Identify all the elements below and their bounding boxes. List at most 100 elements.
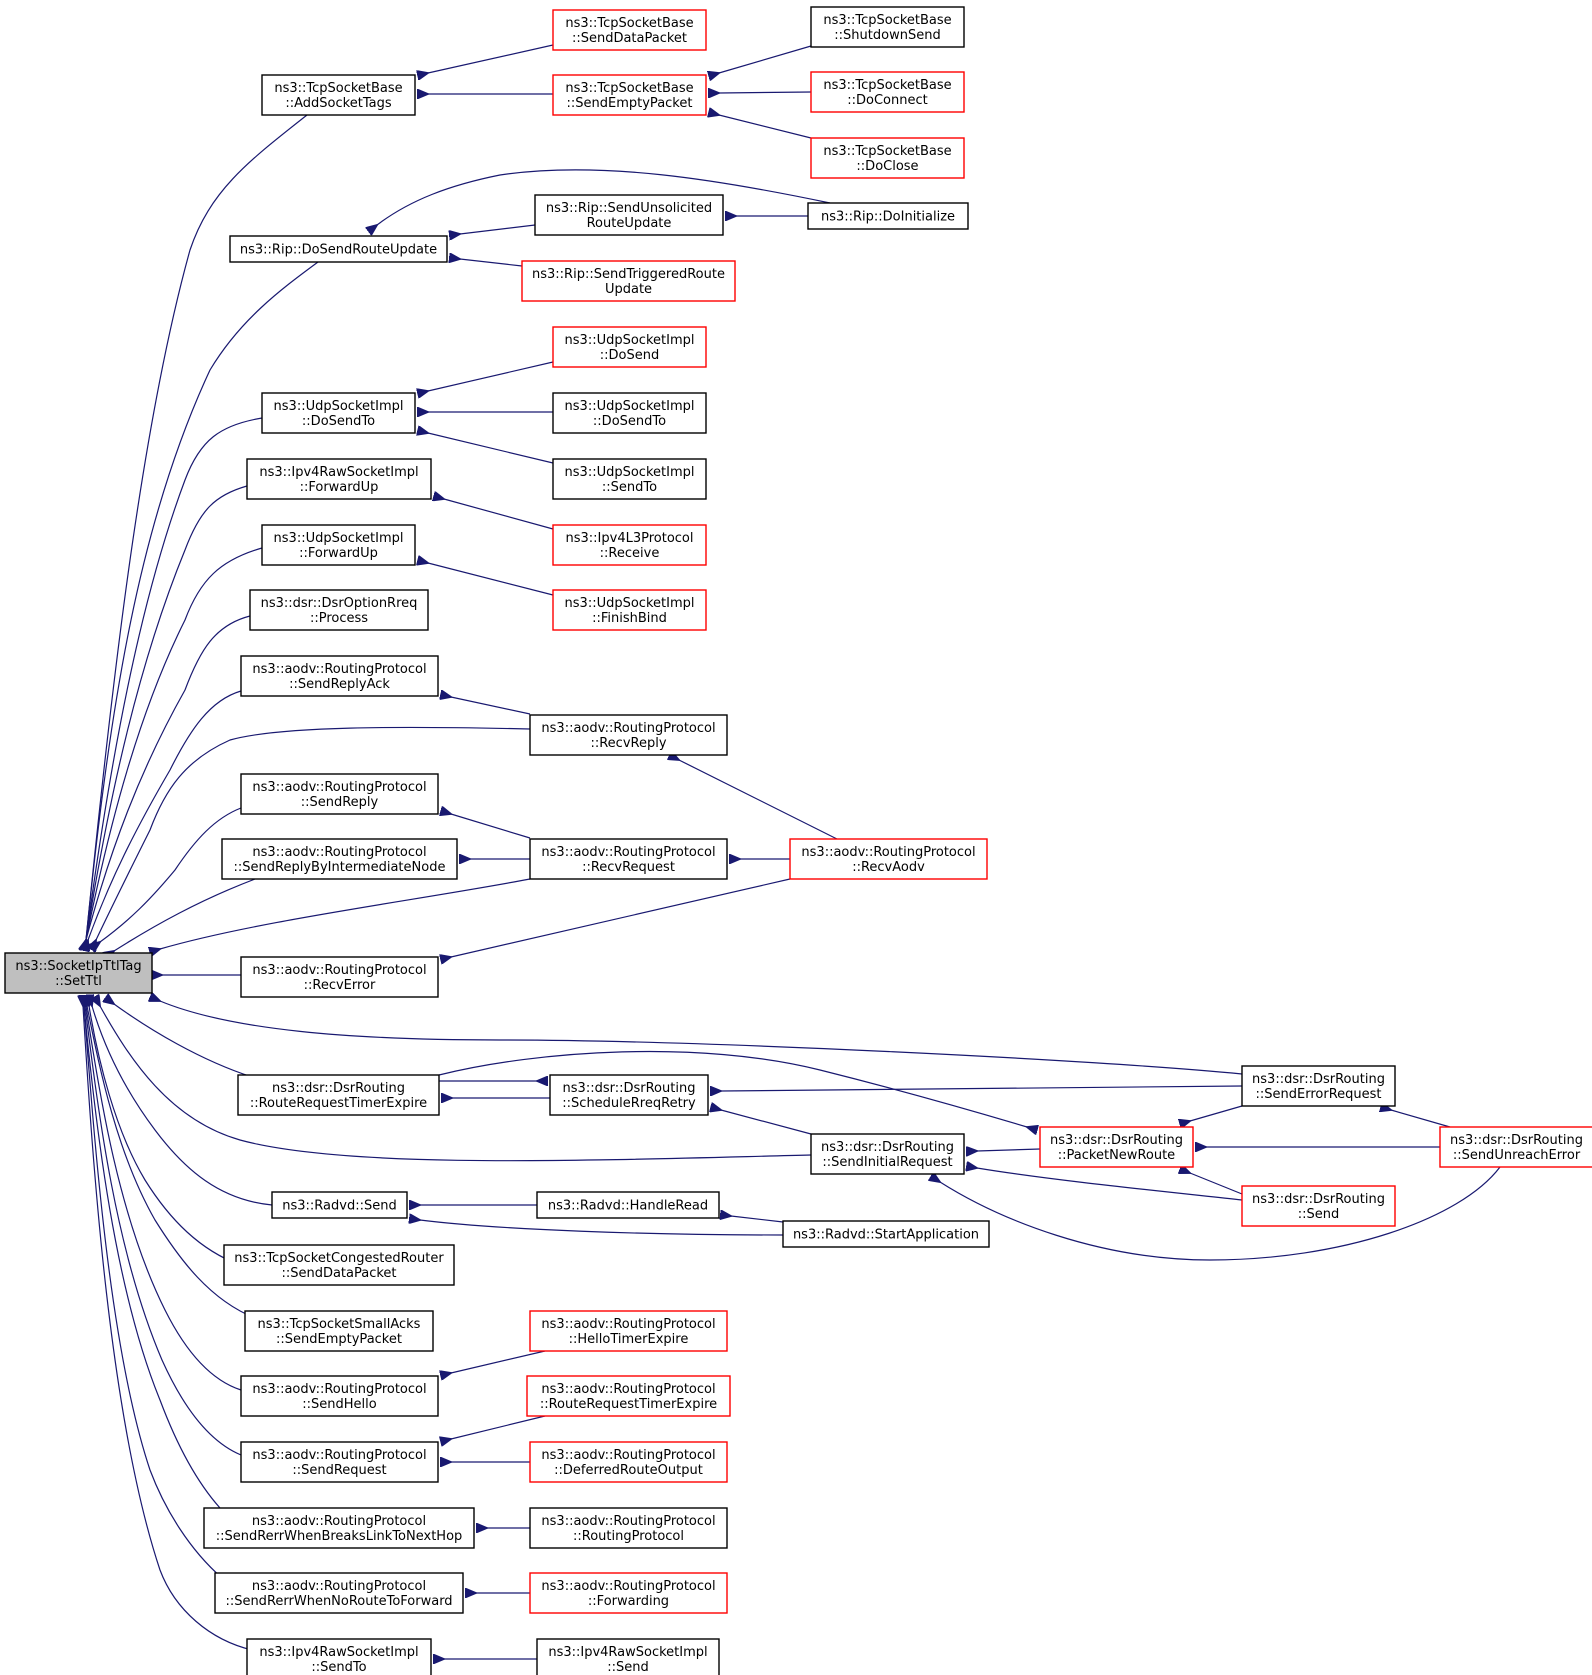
node-label: ::Send [1298,1207,1340,1222]
node-dsr_senderrorrequest[interactable]: ns3::dsr::DsrRouting::SendErrorRequest [1241,1065,1396,1107]
node-label: ns3::TcpSocketBase [823,13,951,28]
node-label: ::DoSend [600,348,659,363]
node-root[interactable]: ns3::SocketIpTtlTag::SetTtl [4,952,153,994]
node-aodv_sendhello[interactable]: ns3::aodv::RoutingProtocol::SendHello [240,1375,439,1417]
edge-udp_dosend-to-udp_dosendto_l [428,361,554,391]
node-box [4,952,153,994]
node-tcp_senddatapacket[interactable]: ns3::TcpSocketBase::SendDataPacket [552,9,707,51]
node-aodv_sendreplybyinter[interactable]: ns3::aodv::RoutingProtocol::SendReplyByI… [221,838,458,880]
node-label: ns3::dsr::DsrOptionRreq [261,596,418,611]
node-label: ::DoClose [856,159,918,174]
edge-udp_dosendto_l-to-root [86,417,263,940]
node-ipv4l3_receive[interactable]: ns3::Ipv4L3Protocol::Receive [552,524,707,566]
node-aodv_deferredrouteoutput[interactable]: ns3::aodv::RoutingProtocol::DeferredRout… [529,1441,728,1483]
node-radvd_send[interactable]: ns3::Radvd::Send [271,1191,408,1219]
node-box [1241,1065,1396,1107]
edge-dsr_senderrorrequest-to-dsr_packetnewroute [1190,1105,1243,1121]
node-aodv_sendrequest[interactable]: ns3::aodv::RoutingProtocol::SendRequest [240,1441,439,1483]
node-dsr_rreqtimerexpire[interactable]: ns3::dsr::DsrRouting::RouteRequestTimerE… [237,1074,440,1116]
node-box [536,1191,720,1219]
edge-udp_sendto-to-udp_dosendto_l [428,433,554,464]
node-box [552,9,707,51]
node-udp_sendto[interactable]: ns3::UdpSocketImpl::SendTo [552,458,707,500]
node-label: ::RecvRequest [582,860,675,875]
node-box [261,74,416,116]
node-label: ::FinishBind [592,611,667,626]
node-label: ::Receive [600,546,660,561]
node-label: ::SendDataPacket [572,31,687,46]
edge-dsr_sendinitialrequest-to-dsr_schedulerreqretry [721,1110,812,1135]
node-label: ::SendTo [602,480,657,495]
node-label: ::PacketNewRoute [1058,1148,1175,1163]
node-label: ::SendReplyByIntermediateNode [234,860,446,875]
node-label: ::ScheduleRreqRetry [562,1096,696,1111]
node-udp_forwardup[interactable]: ns3::UdpSocketImpl::ForwardUp [261,524,416,566]
node-aodv_sendrerrbreakslink[interactable]: ns3::aodv::RoutingProtocol::SendRerrWhen… [203,1507,475,1549]
node-label: ns3::aodv::RoutingProtocol [541,1579,715,1594]
node-box [526,1375,731,1417]
node-radvd_handleread[interactable]: ns3::Radvd::HandleRead [536,1191,720,1219]
node-dsr_sendinitialrequest[interactable]: ns3::dsr::DsrRouting::SendInitialRequest [810,1133,965,1175]
node-aodv_forwarding[interactable]: ns3::aodv::RoutingProtocol::Forwarding [529,1572,728,1614]
node-tcpcongested_senddatapacket[interactable]: ns3::TcpSocketCongestedRouter::SendDataP… [223,1244,455,1286]
node-tcp_addsockettags[interactable]: ns3::TcpSocketBase::AddSocketTags [261,74,416,116]
node-label: ::SendReplyAck [289,677,390,692]
node-aodv_recverror[interactable]: ns3::aodv::RoutingProtocol::RecvError [240,956,439,998]
node-label: ns3::Rip::DoSendRouteUpdate [240,243,437,258]
nodes-layer: ns3::SocketIpTtlTag::SetTtlns3::TcpSocke… [4,6,1592,1675]
node-box [1039,1126,1194,1168]
node-udp_dosend[interactable]: ns3::UdpSocketImpl::DoSend [552,326,707,368]
node-rip_dosendrouteupdate[interactable]: ns3::Rip::DoSendRouteUpdate [229,235,448,263]
node-label: ns3::UdpSocketImpl [565,333,695,348]
node-box [214,1572,464,1614]
node-aodv_sendreplyack[interactable]: ns3::aodv::RoutingProtocol::SendReplyAck [240,655,439,697]
node-aodv_hellotimerexpire[interactable]: ns3::aodv::RoutingProtocol::HelloTimerEx… [529,1310,728,1352]
node-label: ::SetTtl [55,974,102,989]
node-dsr_send[interactable]: ns3::dsr::DsrRouting::Send [1241,1185,1396,1227]
node-label: ns3::dsr::DsrRouting [1050,1133,1183,1148]
node-tcp_doclose[interactable]: ns3::TcpSocketBase::DoClose [810,137,965,179]
node-label: ::DeferredRouteOutput [554,1463,703,1478]
edge-tcp_shutdownsend-to-tcp_sendemptypacket [719,45,812,73]
node-label: ns3::Rip::SendTriggeredRoute [532,267,725,282]
edge-udp_finishbind-to-udp_forwardup [428,563,554,596]
node-label: ns3::dsr::DsrRouting [1450,1133,1583,1148]
node-dsr_sendunreacherror[interactable]: ns3::dsr::DsrRouting::SendUnreachError [1439,1126,1592,1168]
node-box [552,524,707,566]
edge-tcp_doclose-to-tcp_sendemptypacket [719,115,812,139]
node-aodv_sendrerrnoroute[interactable]: ns3::aodv::RoutingProtocol::SendRerrWhen… [214,1572,464,1614]
node-dsr_packetnewroute[interactable]: ns3::dsr::DsrRouting::PacketNewRoute [1039,1126,1194,1168]
node-label: ::SendTo [311,1660,366,1675]
node-radvd_startapplication[interactable]: ns3::Radvd::StartApplication [782,1220,990,1248]
node-ipv4raw_forwardup[interactable]: ns3::Ipv4RawSocketImpl::ForwardUp [246,458,432,500]
edge-rip_sendunsolicited-to-rip_dosendrouteupdate [460,224,536,234]
edge-tcp_doconnect-to-tcp_sendemptypacket [719,92,812,93]
node-label: ns3::UdpSocketImpl [565,399,695,414]
node-udp_dosendto_r[interactable]: ns3::UdpSocketImpl::DoSendTo [552,392,707,434]
node-dsr_optionrreq_process[interactable]: ns3::dsr::DsrOptionRreq::Process [249,589,429,631]
node-ipv4raw_sendto[interactable]: ns3::Ipv4RawSocketImpl::SendTo [246,1638,432,1675]
node-tcp_shutdownsend[interactable]: ns3::TcpSocketBase::ShutdownSend [810,6,965,48]
node-udp_dosendto_l[interactable]: ns3::UdpSocketImpl::DoSendTo [261,392,416,434]
node-aodv_recvreply[interactable]: ns3::aodv::RoutingProtocol::RecvReply [529,714,728,756]
node-aodv_sendreply[interactable]: ns3::aodv::RoutingProtocol::SendReply [240,773,439,815]
node-box [244,1310,434,1352]
node-aodv_rreqtimerexpire[interactable]: ns3::aodv::RoutingProtocol::RouteRequest… [526,1375,731,1417]
node-box [271,1191,408,1219]
node-label: ns3::Rip::DoInitialize [821,210,955,225]
node-label: ns3::Radvd::StartApplication [793,1228,979,1243]
edge-dsr_senderrorrequest-to-dsr_schedulerreqretry [721,1085,1243,1091]
node-ipv4raw_send[interactable]: ns3::Ipv4RawSocketImpl::Send [536,1638,720,1675]
node-aodv_recvaodv[interactable]: ns3::aodv::RoutingProtocol::RecvAodv [789,838,988,880]
node-udp_finishbind[interactable]: ns3::UdpSocketImpl::FinishBind [552,589,707,631]
node-aodv_routingprotocol[interactable]: ns3::aodv::RoutingProtocol::RoutingProto… [529,1507,728,1549]
node-aodv_recvrequest[interactable]: ns3::aodv::RoutingProtocol::RecvRequest [529,838,728,880]
node-tcp_doconnect[interactable]: ns3::TcpSocketBase::DoConnect [810,71,965,113]
node-dsr_schedulerreqretry[interactable]: ns3::dsr::DsrRouting::ScheduleRreqRetry [549,1074,709,1116]
node-rip_doinitialize[interactable]: ns3::Rip::DoInitialize [807,202,969,230]
node-tcp_sendemptypacket[interactable]: ns3::TcpSocketBase::SendEmptyPacket [552,74,707,116]
node-tcpsmallacks_sendemptypacket[interactable]: ns3::TcpSocketSmallAcks::SendEmptyPacket [244,1310,434,1352]
node-box [552,458,707,500]
